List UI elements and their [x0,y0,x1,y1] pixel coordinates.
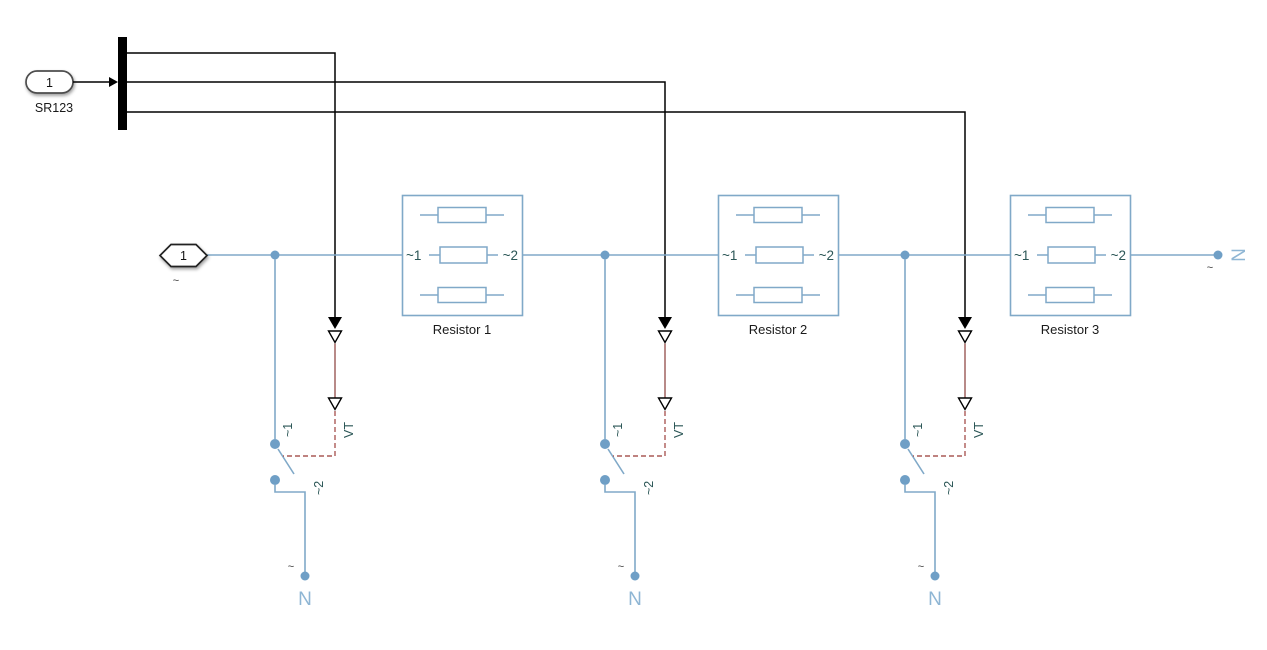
vt-sensor2-label[interactable]: VT [672,422,686,438]
resistor1-name-label[interactable]: Resistor 1 [433,322,492,337]
switch2-port-2: ~2 [642,481,656,495]
inport-block[interactable]: 1 [25,70,74,94]
resistor1-port-2: ~2 [503,248,518,263]
resistor3-port-1: ~1 [1014,248,1029,263]
switch-branch-2[interactable] [599,249,673,582]
resistor-block-2[interactable]: ~1 ~2 [717,194,840,317]
output-terminal-label: N [1227,248,1248,262]
neutral1-tilde: ~ [288,561,294,573]
switch3-port-1: ~1 [911,423,925,437]
resistor2-port-2: ~2 [819,248,834,263]
switch1-port-1: ~1 [281,423,295,437]
signal-wire-phase1[interactable] [127,52,336,318]
resistor2-port-1: ~1 [722,248,737,263]
neutral3-label: N [928,589,942,610]
inport-to-demux-wire[interactable] [73,77,118,87]
switch1-port-2: ~2 [312,481,326,495]
source-port-hexagon[interactable]: 1 [158,243,209,268]
inport-name-label[interactable]: SR123 [35,101,73,115]
resistor1-port-1: ~1 [406,248,421,263]
resistor3-port-2: ~2 [1111,248,1126,263]
demux-bar[interactable] [118,37,127,130]
neutral2-label: N [628,589,642,610]
vt-sensor1-label[interactable]: VT [342,422,356,438]
output-neutral-terminal[interactable] [1213,250,1223,260]
neutral1-label: N [298,589,312,610]
output-terminal-tilde: ~ [1207,262,1213,274]
neutral2-tilde: ~ [618,561,624,573]
signal-wire-phase2[interactable] [127,81,666,318]
source-port-tilde: ~ [173,275,179,287]
switch-branch-3[interactable] [899,249,973,582]
arrowhead-icon [109,77,118,87]
switch2-port-1: ~1 [611,423,625,437]
switch-branch-1[interactable] [269,249,343,582]
resistor-block-3[interactable]: ~1 ~2 [1009,194,1132,317]
vt-sensor3-label[interactable]: VT [972,422,986,438]
resistor-block-1[interactable]: ~1 ~2 [401,194,524,317]
signal-wire-phase3[interactable] [127,111,966,318]
source-port-number: 1 [180,249,187,263]
resistor2-name-label[interactable]: Resistor 2 [749,322,808,337]
switch3-port-2: ~2 [942,481,956,495]
inport-number: 1 [46,76,53,90]
resistor3-name-label[interactable]: Resistor 3 [1041,322,1100,337]
neutral3-tilde: ~ [918,561,924,573]
